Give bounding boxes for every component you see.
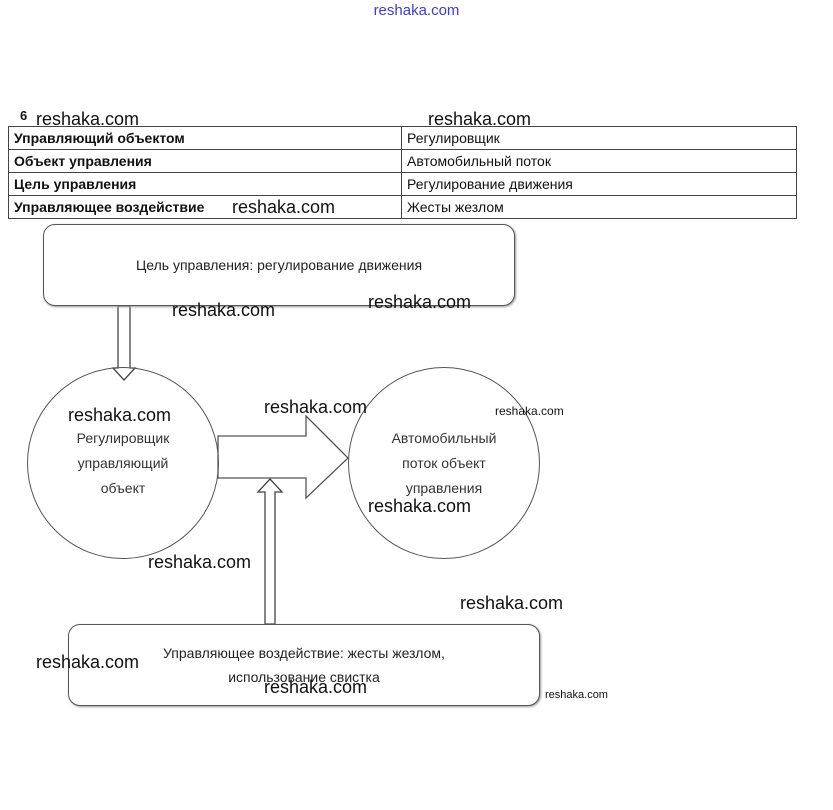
arrow-action-to-flow [256,478,284,625]
goal-box-text: Цель управления: регулирование движения [135,257,423,273]
table-cell-label: Цель управления [8,172,402,196]
watermark: reshaka.com [36,109,140,129]
action-box-line2: использование свистка [228,669,380,685]
watermark: reshaka.com [460,593,564,613]
watermark: reshaka.com [232,197,336,217]
object-circle-text: Автомобильный поток объект управления [391,429,497,496]
watermark: reshaka.com [495,404,564,418]
object-circle: Автомобильный поток объект управления [348,367,540,559]
table-row: Цель управления Регулирование движения [8,172,797,196]
watermark: reshaka.com [368,496,472,516]
table-cell-label: Управляющий объектом [8,126,402,150]
table-cell-value: Автомобильный поток [401,149,797,173]
watermark: reshaka.com [148,552,252,572]
action-box: Управляющее воздействие: жесты жезлом, и… [68,624,540,706]
watermark: reshaka.com [264,397,368,417]
watermark: reshaka.com [428,109,532,129]
watermark: reshaka.com [68,405,172,425]
watermark: reshaka.com [36,652,140,672]
action-box-line1: Управляющее воздействие: жесты жезлом, [163,645,445,661]
table-cell-label: Управляющее воздействие [8,195,402,219]
watermark-top: reshaka.com [373,2,460,19]
watermark: reshaka.com [172,300,276,320]
watermark: reshaka.com [264,677,368,697]
arrow-controller-to-object [217,414,349,500]
task-number: 6 [20,108,28,123]
goal-box: Цель управления: регулирование движения [43,224,515,306]
controller-circle-text: Регулировщик управляющий объект [76,429,170,496]
watermark: reshaka.com [545,689,608,701]
table-row: Объект управления Автомобильный поток [8,149,797,173]
table-cell-value: Жесты жезлом [401,195,797,219]
control-system-table: Управляющий объектом Регулировщик Объект… [8,126,797,219]
table-row: Управляющий объектом Регулировщик [8,126,797,150]
table-cell-value: Регулировщик [401,126,797,150]
table-row: Управляющее воздействие Жесты жезлом [8,195,797,219]
table-cell-value: Регулирование движения [401,172,797,196]
controller-circle: Регулировщик управляющий объект [27,367,219,559]
watermark: reshaka.com [368,292,472,312]
